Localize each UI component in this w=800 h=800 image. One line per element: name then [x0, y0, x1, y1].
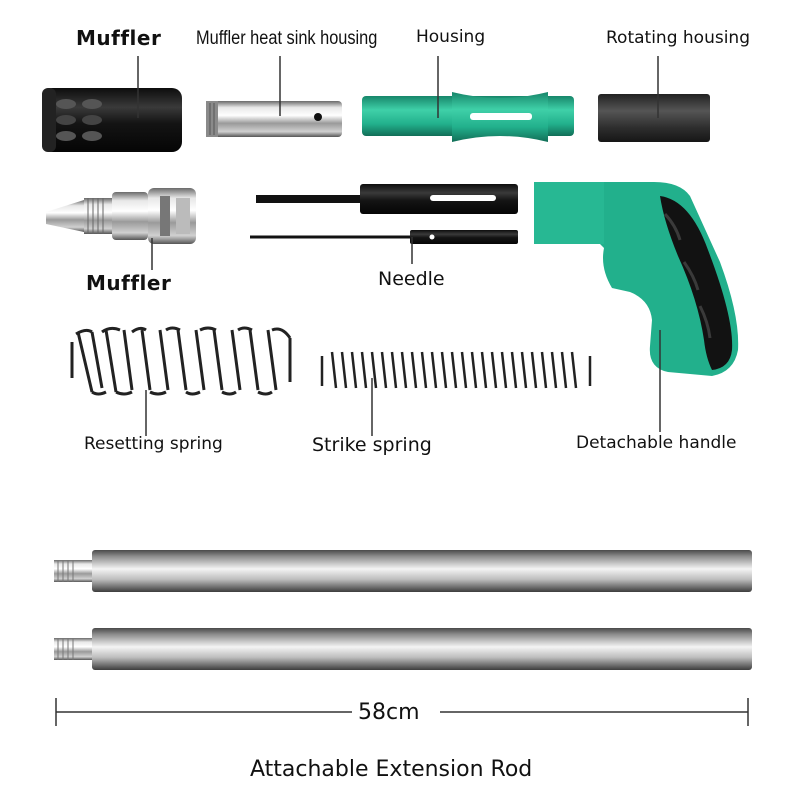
label-strike-spring: Strike spring: [312, 434, 432, 456]
muffler-assembly-part: [46, 188, 196, 244]
label-housing: Housing: [416, 27, 486, 47]
label-needle: Needle: [378, 268, 445, 290]
extension-rod-1: [54, 550, 752, 592]
label-muffler-top: Muffler: [76, 26, 162, 50]
label-muffler-bottom: Muffler: [86, 271, 172, 295]
dimension-line: [55, 698, 749, 726]
label-rod-length: 58cm: [358, 700, 420, 725]
extension-rod-2: [54, 628, 752, 670]
rotating-housing-part: [598, 94, 710, 142]
label-resetting-spring: Resetting spring: [84, 434, 223, 454]
needle-part: [250, 184, 518, 244]
label-detachable-handle: Detachable handle: [576, 433, 737, 453]
housing-part: [362, 92, 574, 142]
detachable-handle-part: [534, 182, 739, 376]
label-rotating-housing: Rotating housing: [606, 28, 750, 48]
label-muffler-heat-sink-housing: Muffler heat sink housing: [196, 28, 378, 49]
resetting-spring-part: [70, 326, 292, 396]
label-extension-rod: Attachable Extension Rod: [250, 757, 533, 782]
strike-spring-part: [320, 351, 592, 389]
muffler-heat-sink-housing-part: [206, 101, 342, 137]
muffler-part: [42, 88, 182, 152]
